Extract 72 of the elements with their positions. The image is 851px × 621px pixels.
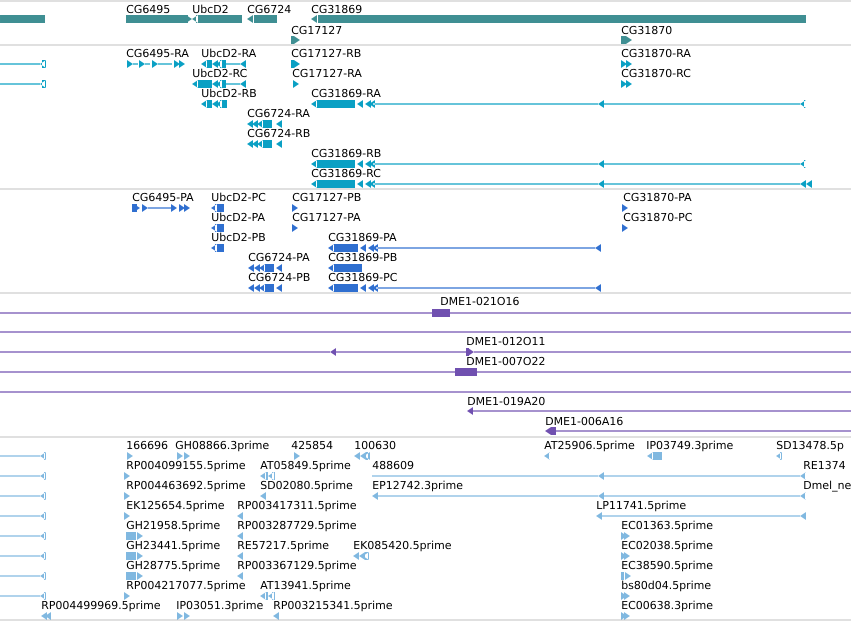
feature-label: RP003287729.5prime <box>238 520 356 532</box>
feature-label: CG17127-PB <box>292 192 360 202</box>
feature-label: DME1-021O16 <box>441 296 519 306</box>
feature-label: CG31869-RC <box>312 168 380 178</box>
feature-label: CG31869-PA <box>328 232 396 242</box>
feature-label: CG31869-PB <box>328 252 396 262</box>
feature-label: EC01363.5prime <box>622 520 712 532</box>
feature-label: SD02080.5prime <box>260 480 352 492</box>
feature-label: IP03749.3prime <box>647 440 733 452</box>
feature-label: RP004217077.5prime <box>127 580 245 592</box>
feature-label: CG31870-RC <box>622 68 690 78</box>
feature-label: CG17127-RA <box>292 68 362 78</box>
feature-label: CG6724-PA <box>248 252 310 262</box>
feature-label: EK085420.5prime <box>354 540 451 552</box>
feature-label: CG17127 <box>292 26 342 34</box>
feature-label: DME1-012O11 <box>467 336 544 346</box>
feature-label: 425854 <box>292 440 332 450</box>
feature-label: RE57217.5prime <box>238 540 328 552</box>
feature-label: UbcD2 <box>193 4 228 14</box>
feature-label: CG31869-RB <box>312 148 380 158</box>
feature-label: RP004099155.5prime <box>127 460 245 472</box>
feature-label: UbcD2-PA <box>212 212 265 222</box>
feature-label: UbcD2-RA <box>202 48 256 58</box>
feature-label: 166696 <box>127 440 168 450</box>
feature-label: CG31869-RA <box>312 88 381 98</box>
feature-label: CG6495 <box>126 4 170 14</box>
feature-label: DME1-007O22 <box>467 356 544 366</box>
feature-label: CG6724-RB <box>248 128 310 138</box>
feature-label: LP11741.5prime <box>597 500 686 512</box>
feature-label: DME1-019A20 <box>468 396 545 406</box>
feature-label: AT25906.5prime <box>544 440 634 452</box>
feature-label: GH08866.3prime <box>176 440 269 452</box>
feature-label: EK125654.5prime <box>127 500 224 512</box>
feature-label: GH21958.5prime <box>126 520 220 532</box>
feature-label: bs80d04.5prime <box>622 580 710 592</box>
feature-label: IP03051.3prime <box>177 600 263 612</box>
feature-label: 100630 <box>355 440 396 450</box>
feature-label: SD13478.5p <box>776 440 844 452</box>
feature-label: EC38590.5prime <box>622 560 712 572</box>
feature-label: CG6495-PA <box>132 192 194 202</box>
feature-label: RP003215341.5prime <box>274 600 392 612</box>
feature-label: RP004463692.5prime <box>127 480 245 492</box>
feature-label: Dmel_ne <box>804 480 851 492</box>
feature-label: CG17127-RB <box>292 48 360 58</box>
feature-label: UbcD2-RB <box>202 88 256 98</box>
feature-label: GH28775.5prime <box>126 560 220 572</box>
feature-label: CG31870-PC <box>624 212 692 222</box>
feature-label: CG6495-RA <box>126 48 189 58</box>
feature-label: RP003417311.5prime <box>238 500 356 512</box>
feature-label: CG31870-PA <box>624 192 692 202</box>
feature-label: DME1-006A16 <box>546 416 623 426</box>
feature-label: CG6724-RA <box>248 108 310 118</box>
feature-label: GH23441.5prime <box>126 540 220 552</box>
feature-label: EP12742.3prime <box>373 480 462 492</box>
feature-label: CG31869 <box>312 4 362 14</box>
feature-label: CG6724 <box>248 4 291 14</box>
feature-label: RP003367129.5prime <box>238 560 356 572</box>
feature-label: RP004499969.5prime <box>42 600 160 612</box>
feature-label: CG17127-PA <box>292 212 360 222</box>
feature-label: UbcD2-RC <box>193 68 247 78</box>
feature-label: EC00638.3prime <box>622 600 712 612</box>
feature-label: EC02038.5prime <box>622 540 712 552</box>
feature-label: CG31870-RA <box>622 48 691 58</box>
feature-label: 488609 <box>372 460 414 470</box>
feature-label: AT13941.5prime <box>260 580 350 592</box>
feature-label: RE1374 <box>804 460 846 470</box>
feature-label: CG6724-PB <box>248 272 310 282</box>
feature-label: UbcD2-PB <box>212 232 265 242</box>
feature-label: UbcD2-PC <box>212 192 266 202</box>
feature-label: AT05849.5prime <box>260 460 350 472</box>
feature-label: CG31870 <box>622 26 672 34</box>
feature-label: CG31869-PC <box>328 272 397 282</box>
